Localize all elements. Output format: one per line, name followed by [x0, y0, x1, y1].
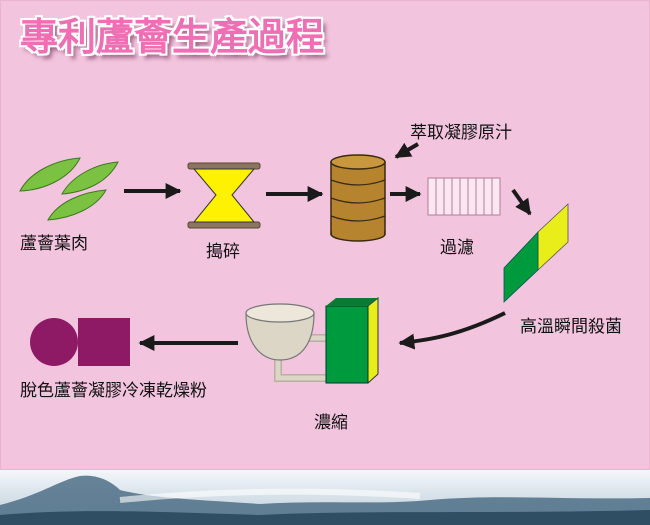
- label-concentrate: 濃縮: [314, 413, 348, 433]
- filter-icon: [427, 177, 501, 216]
- aloe-leaf-icon: [19, 157, 119, 221]
- powder-product-icon: [30, 318, 130, 366]
- landscape-photo-strip: [0, 470, 650, 525]
- label-sterilize: 高溫瞬間殺菌: [520, 317, 622, 337]
- arrow-5: [398, 311, 506, 350]
- page-title: 專利蘆薈生產過程: [20, 15, 325, 59]
- crusher-icon: [187, 162, 261, 229]
- label-freeze-dry: 脫色蘆薈凝膠冷凍乾燥粉: [20, 381, 207, 401]
- label-leaf: 蘆薈葉肉: [20, 234, 88, 254]
- label-filter: 過濾: [440, 238, 474, 258]
- arrow-extract: [394, 142, 420, 159]
- sterilizer-block-icon: [503, 203, 569, 303]
- label-crush: 搗碎: [206, 242, 240, 262]
- label-extract: 萃取凝膠原汁: [410, 123, 512, 143]
- concentrator-icon: [245, 296, 379, 384]
- extraction-barrel-icon: [330, 154, 386, 242]
- arrow-4: [511, 188, 532, 216]
